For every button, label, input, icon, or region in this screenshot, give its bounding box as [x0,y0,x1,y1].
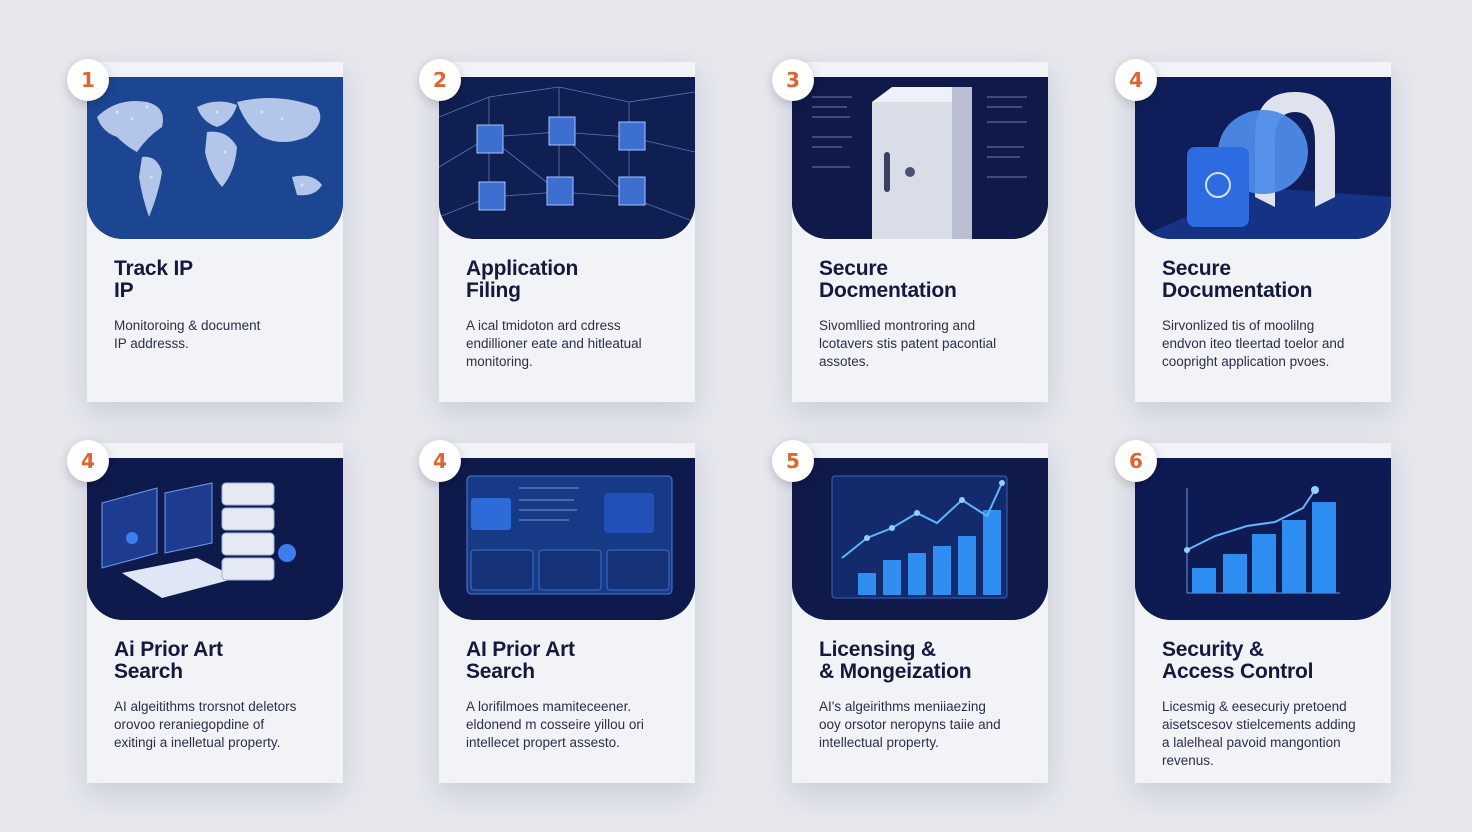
lock-vault-icon [1135,77,1391,239]
step-number-badge: 1 [67,59,109,101]
card-title: Licensing && Mongeization [819,638,972,683]
server-search-icon [87,458,343,620]
step-number-badge: 3 [772,59,814,101]
world-map-icon [87,77,343,239]
bar-chart-icon [1135,458,1391,620]
step-number-badge: 4 [419,440,461,482]
step-number-badge: 6 [1115,440,1157,482]
card-security-access-control[interactable]: 6 Security &Access Control Licesmig & ee… [1115,440,1391,783]
dashboard-icon [439,458,695,620]
step-number-badge: 2 [419,59,461,101]
growth-chart-icon [792,458,1048,620]
card-title: Security &Access Control [1162,638,1314,683]
card-description: A lorifilmoes mamiteceener.eldonend m co… [466,699,644,750]
network-blocks-icon [439,77,695,239]
step-number-badge: 5 [772,440,814,482]
step-number-badge: 4 [1115,59,1157,101]
step-number-badge: 4 [67,440,109,482]
document-vault-icon [792,77,1048,239]
card-licensing-monetization[interactable]: 5 Licensing && Mongeization AI's algeiri… [772,440,1048,783]
